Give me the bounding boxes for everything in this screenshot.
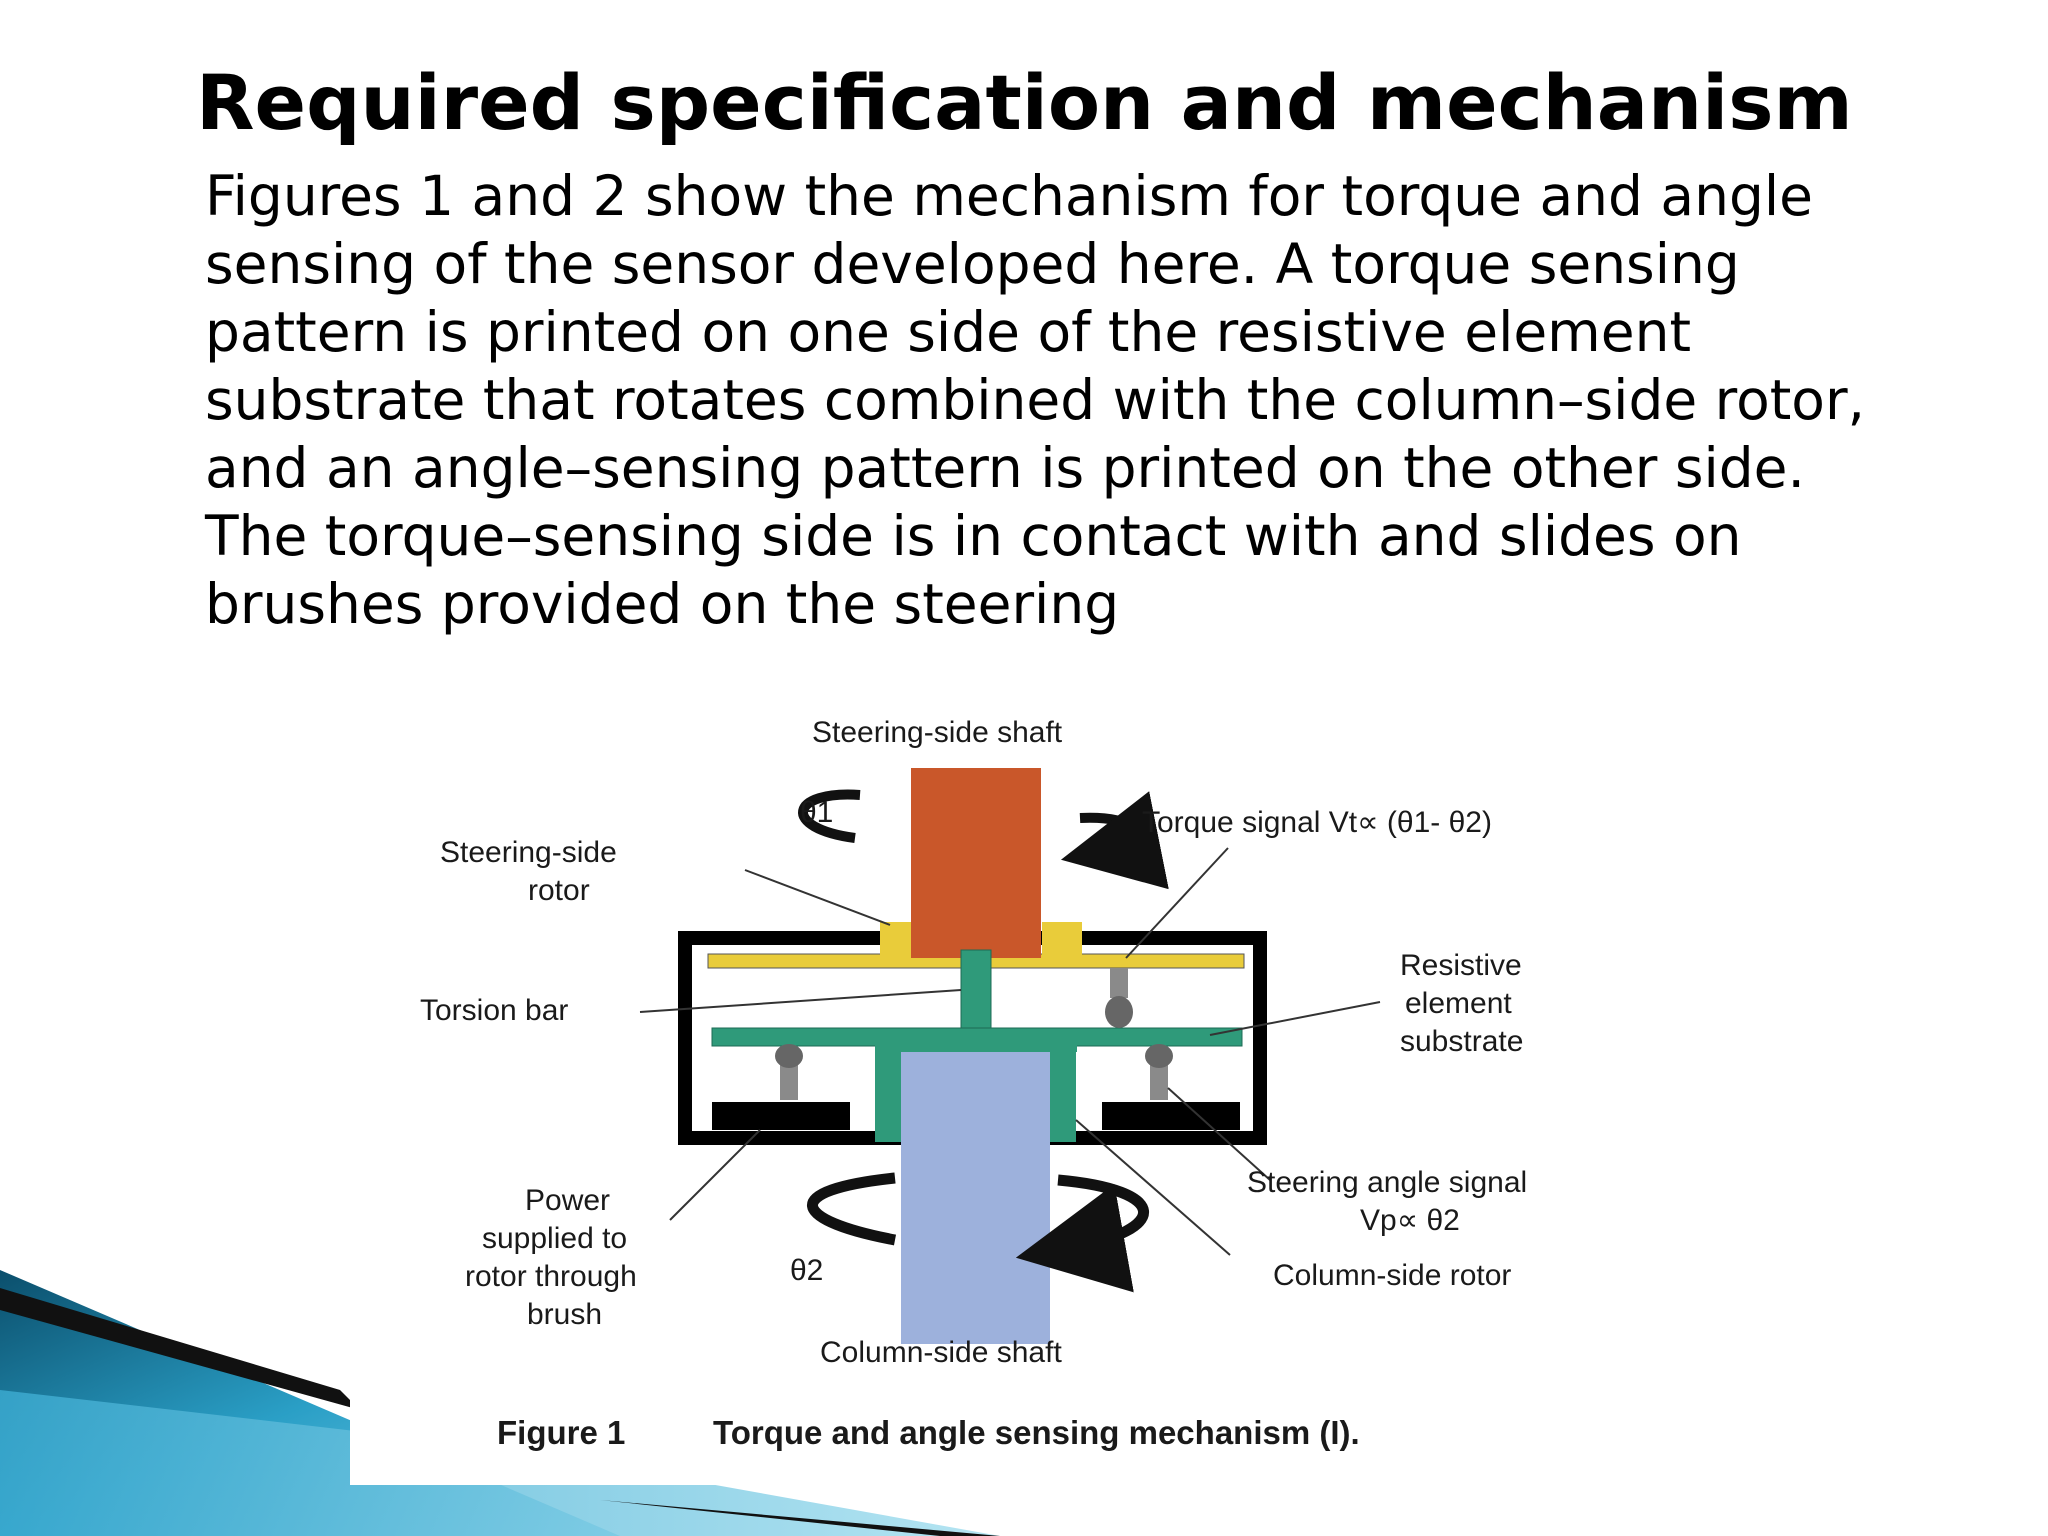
label-resistive-line2: element <box>1405 987 1512 1020</box>
body-line: brushes provided on the steering <box>205 572 1120 636</box>
body-line: substrate that rotates combined with the… <box>205 368 1866 432</box>
body-line: Figures 1 and 2 show the mechanism for t… <box>205 164 1814 228</box>
column-side-rotor-hub <box>875 1042 1077 1052</box>
column-side-rotor-wall-right <box>1050 1042 1076 1142</box>
steering-side-shaft <box>911 768 1041 958</box>
slide-title: Required specification and mechanism <box>196 58 1853 147</box>
brush-left-tip <box>775 1044 803 1068</box>
leader-power <box>669 1129 761 1221</box>
figure-panel: Steering-side shaft θ1 Torque signal Vt∝… <box>350 700 1605 1485</box>
body-line: pattern is printed on one side of the re… <box>205 300 1692 364</box>
label-angle-signal-line2: Vp∝ θ2 <box>1360 1204 1460 1237</box>
brush-torque-tip <box>1105 996 1133 1028</box>
label-steering-rotor-line1: Steering-side <box>440 836 617 869</box>
leader-torque-signal <box>1125 847 1229 959</box>
label-torque-signal: Torque signal Vt∝ (θ1- θ2) <box>1142 806 1492 839</box>
label-power-line2: supplied to <box>482 1222 627 1255</box>
leader-resistive-substrate <box>1209 1001 1381 1036</box>
figure-caption-text: Torque and angle sensing mechanism (I). <box>713 1414 1360 1451</box>
label-power-line3: rotor through <box>465 1260 637 1293</box>
label-theta2: θ2 <box>790 1254 823 1287</box>
label-steering-rotor-line2: rotor <box>528 874 590 907</box>
deco-shape-black-2 <box>600 1500 1000 1536</box>
leader-torsion-bar <box>639 989 962 1013</box>
column-side-rotor-wall-left <box>875 1042 901 1142</box>
label-theta1: θ1 <box>800 796 833 829</box>
theta1-rotation-arrow-right <box>1060 791 1169 890</box>
mechanism-diagram: Steering-side shaft θ1 Torque signal Vt∝… <box>420 716 1527 1451</box>
label-torsion-bar: Torsion bar <box>420 994 568 1027</box>
theta2-rotation-arrow <box>807 1172 897 1246</box>
body-line: and an angle–sensing pattern is printed … <box>205 436 1805 500</box>
leader-steering-rotor <box>744 869 891 926</box>
label-resistive-line3: substrate <box>1400 1025 1523 1058</box>
label-power-line4: brush <box>527 1298 602 1331</box>
steering-side-rotor-hub-right <box>1042 922 1082 956</box>
brush-right-tip <box>1145 1044 1173 1068</box>
power-block-right <box>1102 1102 1240 1130</box>
body-line: The torque–sensing side is in contact wi… <box>205 504 1742 568</box>
deco-shape-black <box>0 1288 360 1410</box>
leader-column-rotor <box>1075 1119 1231 1256</box>
label-steering-shaft: Steering-side shaft <box>812 716 1063 749</box>
slide-body-text: Figures 1 and 2 show the mechanism for t… <box>205 162 1905 638</box>
body-line: sensing of the sensor developed here. A … <box>205 232 1740 296</box>
theta1-rotation-arrow <box>798 789 861 843</box>
leader-angle-signal <box>1167 1087 1271 1181</box>
label-column-rotor: Column-side rotor <box>1273 1259 1511 1292</box>
label-resistive-line1: Resistive <box>1400 949 1522 982</box>
label-angle-signal-line1: Steering angle signal <box>1247 1166 1527 1199</box>
figure-caption-number: Figure 1 <box>497 1414 625 1451</box>
label-power-line1: Power <box>525 1184 610 1217</box>
brush-torque <box>1110 968 1128 998</box>
power-block-left <box>712 1102 850 1130</box>
column-side-shaft <box>901 1052 1050 1344</box>
theta2-rotation-arrow-right <box>1015 1174 1149 1293</box>
label-column-shaft: Column-side shaft <box>820 1336 1062 1369</box>
